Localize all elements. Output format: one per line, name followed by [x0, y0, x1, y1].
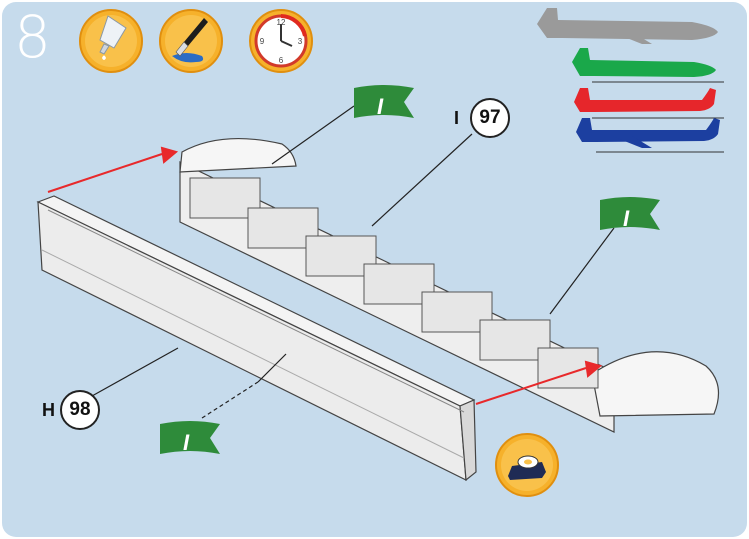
scheme-red-silhouette [574, 88, 724, 118]
part-97-letter: I [454, 108, 459, 129]
flag-right-label: I [623, 206, 630, 231]
part-98-letter: H [42, 400, 55, 421]
flag-I-top: I [352, 84, 418, 124]
scheme-green-silhouette [572, 48, 724, 82]
flag-I-right: I [598, 196, 664, 236]
scheme-grey-silhouette [537, 8, 718, 44]
tape-dispenser-icon [494, 432, 560, 498]
flag-I-bottom: I [158, 420, 224, 460]
flag-bottom-label: I [183, 430, 190, 455]
part-98-number: 98 [60, 390, 100, 430]
flag-top-label: I [377, 94, 384, 119]
scheme-blue-silhouette [576, 118, 724, 152]
part-97-number: 97 [470, 98, 510, 138]
